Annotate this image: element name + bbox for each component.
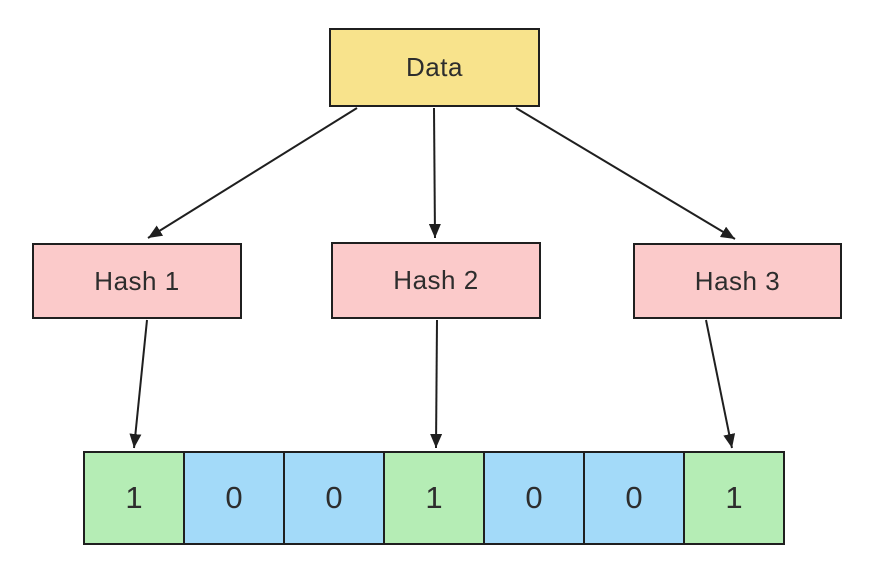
bit-cell-2: 0	[283, 451, 385, 545]
arrow-hash3-to-bit6	[705, 319, 736, 449]
arrow-hash2-to-bit3	[430, 319, 443, 449]
bit-cell-0-value: 1	[125, 480, 143, 515]
bit-cell-5-value: 0	[625, 480, 643, 515]
bit-cell-6-value: 1	[725, 480, 743, 515]
bit-cell-3: 1	[383, 451, 485, 545]
bit-cell-4: 0	[483, 451, 585, 545]
arrow-data-to-hash3	[515, 107, 736, 240]
bit-cell-1: 0	[183, 451, 285, 545]
bit-cell-6: 1	[683, 451, 785, 545]
bit-cell-3-value: 1	[425, 480, 443, 515]
bit-cell-1-value: 0	[225, 480, 243, 515]
data-node-label: Data	[406, 52, 463, 82]
arrow-data-to-hash1	[147, 107, 358, 239]
hash3-node: Hash 3	[633, 243, 842, 319]
data-node: Data	[329, 28, 540, 107]
arrow-data-to-hash2	[428, 107, 441, 239]
bit-cell-0: 1	[83, 451, 185, 545]
hash1-node: Hash 1	[32, 243, 242, 319]
bit-cell-4-value: 0	[525, 480, 543, 515]
hash3-node-label: Hash 3	[694, 265, 781, 296]
arrow-hash1-to-bit0	[129, 319, 148, 449]
bit-array: 1 0 0 1 0 0 1	[83, 451, 785, 545]
hash1-node-label: Hash 1	[94, 265, 180, 296]
hash2-node: Hash 2	[331, 242, 541, 319]
hash2-node-label: Hash 2	[393, 265, 479, 295]
bit-cell-5: 0	[583, 451, 685, 545]
bit-cell-2-value: 0	[325, 480, 343, 515]
